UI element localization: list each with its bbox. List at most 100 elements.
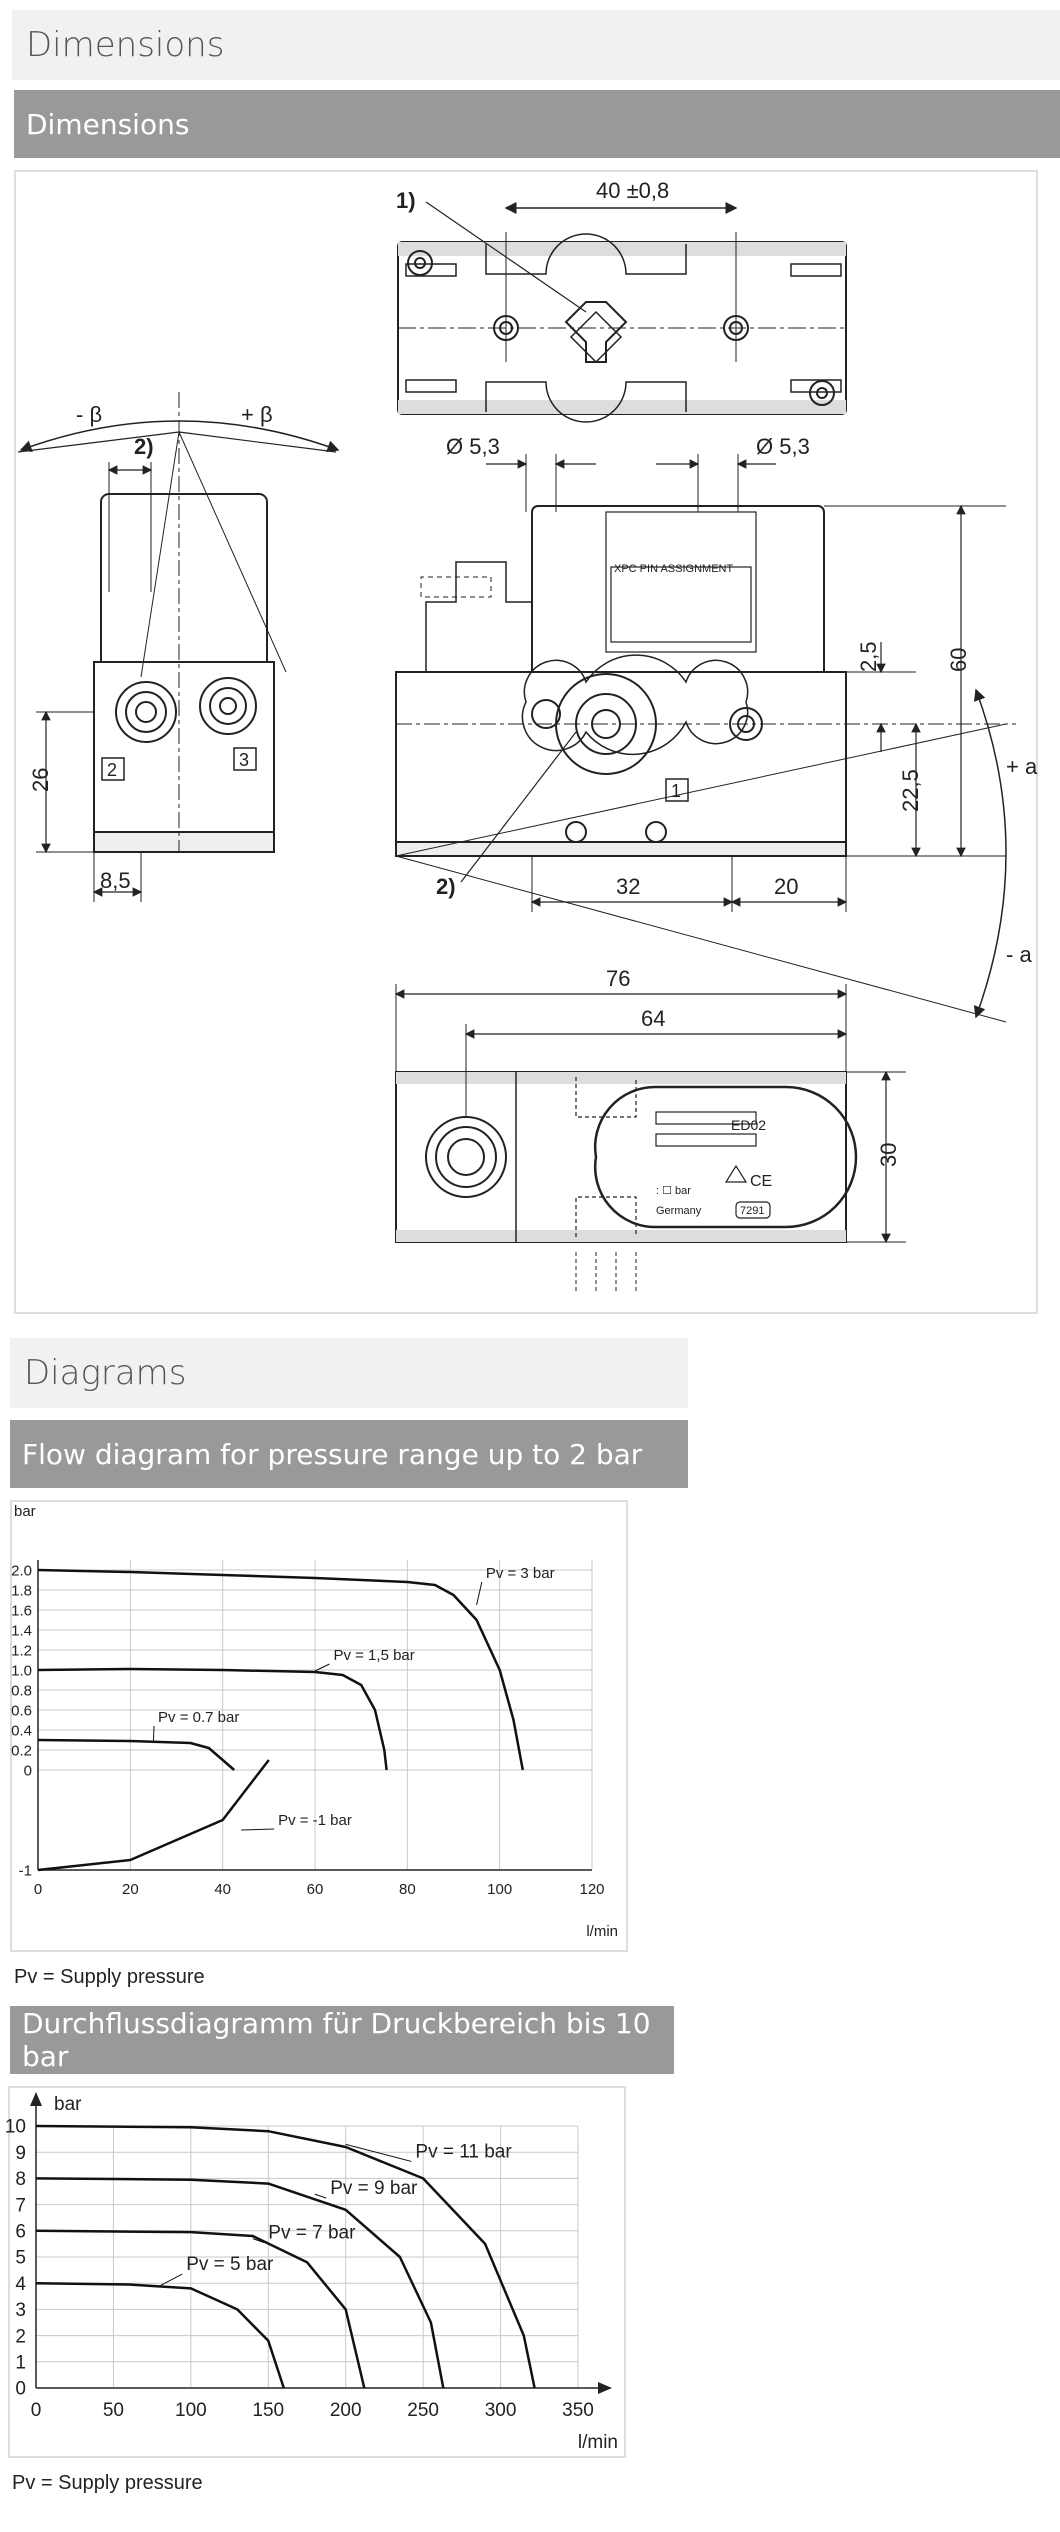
x-tick-label: 0 [31, 2400, 42, 2421]
series-leader-line [241, 1828, 275, 1831]
series-label: Pv = 7 bar [268, 2223, 356, 2244]
dim-64: 64 [641, 1006, 665, 1031]
caption-supply-pressure-1: Pv = Supply pressure [14, 1966, 205, 1988]
dim-40: 40 ±0,8 [596, 178, 669, 203]
x-tick-label: 300 [485, 2400, 517, 2421]
series-label: Pv = -1 bar [278, 1812, 352, 1829]
y-tick-label: 0.8 [11, 1682, 32, 1699]
series-leader-line [314, 1663, 330, 1672]
y-tick-label: 1.2 [11, 1642, 32, 1659]
series-line [37, 1667, 388, 1771]
y-tick-label: 0 [15, 2379, 26, 2400]
dim-76: 76 [606, 966, 630, 991]
y-tick-label: 0.4 [11, 1722, 32, 1739]
y-tick-label: 3 [15, 2300, 26, 2321]
x-tick-label: 150 [252, 2400, 284, 2421]
y-tick-label: 5 [15, 2248, 26, 2269]
x-axis-label: l/min [586, 1923, 618, 1940]
dim-dia-right: Ø 5,3 [756, 434, 810, 459]
label-germany: Germany [656, 1205, 702, 1217]
dim-26: 26 [28, 768, 53, 792]
y-tick-label: 9 [15, 2143, 26, 2164]
x-axis-arrow [598, 2382, 612, 2394]
y-tick-label: 7 [15, 2195, 26, 2216]
label-ed02: ED02 [731, 1117, 766, 1133]
callout-2-top: 2) [134, 434, 154, 459]
series-label: Pv = 5 bar [186, 2254, 274, 2275]
x-tick-label: 80 [399, 1881, 416, 1898]
label-xpc: XPC PIN ASSIGNMENT [614, 563, 733, 575]
dim-beta-plus: + β [241, 402, 273, 427]
flow-10bar-heading: Durchflussdiagramm für Druckbereich bis … [10, 2006, 674, 2074]
series-line [35, 2281, 285, 2389]
x-tick-label: 200 [330, 2400, 362, 2421]
dim-32: 32 [616, 874, 640, 899]
port-2-label: 2 [107, 760, 117, 780]
y-tick-label: 1 [15, 2352, 26, 2373]
y-tick-label: 1.0 [11, 1662, 32, 1679]
y-tick-label: 10 [5, 2117, 26, 2138]
label-7291: 7291 [740, 1205, 764, 1217]
dimensions-heading: Dimensions [12, 10, 1060, 80]
front-view-coil [531, 505, 825, 672]
x-tick-label: 20 [122, 1881, 139, 1898]
series-leader-line [152, 1725, 155, 1743]
series-line [35, 2124, 536, 2389]
dimension-drawing: 1) 40 ±0,8 - β + β 2) Ø 5,3 Ø 5,3 26 8,5… [14, 170, 1038, 1314]
x-tick-label: 60 [307, 1881, 324, 1898]
x-tick-label: 120 [579, 1881, 604, 1898]
y-tick-label: 8 [15, 2169, 26, 2190]
y-tick-label: 6 [15, 2221, 26, 2242]
dim-dia-left: Ø 5,3 [446, 434, 500, 459]
series-line [37, 1759, 270, 1872]
y-tick-label: 0.6 [11, 1702, 32, 1719]
port-3-label: 3 [239, 750, 249, 770]
y-tick-label: 2.0 [11, 1562, 32, 1579]
y-axis-label: bar [54, 2094, 82, 2115]
y-axis-arrow [30, 2092, 42, 2106]
series-leader-line [314, 2193, 327, 2199]
dim-plus-a: + a [1006, 754, 1038, 779]
dim-30: 30 [876, 1143, 901, 1167]
y-tick-label: 1.8 [11, 1582, 32, 1599]
series-leader-line [345, 2143, 412, 2162]
series-line [37, 1568, 525, 1771]
caption-supply-pressure-2: Pv = Supply pressure [12, 2472, 203, 2494]
dim-beta-minus: - β [76, 402, 102, 427]
callout-1: 1) [396, 188, 416, 213]
flow-2bar-heading: Flow diagram for pressure range up to 2 … [10, 1420, 688, 1488]
series-label: Pv = 1,5 bar [333, 1647, 414, 1664]
series-line [35, 2229, 366, 2389]
dim-60: 60 [946, 648, 971, 672]
y-tick-label: 1.6 [11, 1602, 32, 1619]
series-leader-line [252, 2238, 265, 2244]
dim-minus-a: - a [1006, 942, 1032, 967]
series-label: Pv = 11 bar [415, 2141, 512, 2162]
y-tick-label: -1 [19, 1862, 32, 1879]
dimension-drawing-svg: 1) 40 ±0,8 - β + β 2) Ø 5,3 Ø 5,3 26 8,5… [17, 178, 1038, 1292]
dim-8-5: 8,5 [100, 868, 131, 893]
x-tick-label: 40 [214, 1881, 231, 1898]
x-tick-label: 100 [175, 2400, 207, 2421]
x-tick-label: 0 [34, 1881, 42, 1898]
label-ce: CE [750, 1173, 772, 1190]
y-axis-label: bar [14, 1503, 36, 1520]
x-axis-label: l/min [578, 2432, 618, 2453]
y-tick-label: 0.2 [11, 1742, 32, 1759]
x-tick-label: 100 [487, 1881, 512, 1898]
series-label: Pv = 9 bar [330, 2178, 418, 2199]
series-leader-line [159, 2273, 183, 2287]
series-line [37, 1738, 236, 1771]
dim-22-5: 22,5 [898, 769, 923, 812]
series-label: Pv = 3 bar [486, 1565, 555, 1582]
x-tick-label: 250 [407, 2400, 439, 2421]
x-tick-label: 50 [103, 2400, 124, 2421]
series-label: Pv = 0.7 bar [158, 1709, 239, 1726]
x-tick-label: 350 [562, 2400, 594, 2421]
y-tick-label: 0 [24, 1762, 32, 1779]
diagrams-heading: Diagrams [10, 1338, 688, 1408]
series-line [35, 2177, 445, 2389]
